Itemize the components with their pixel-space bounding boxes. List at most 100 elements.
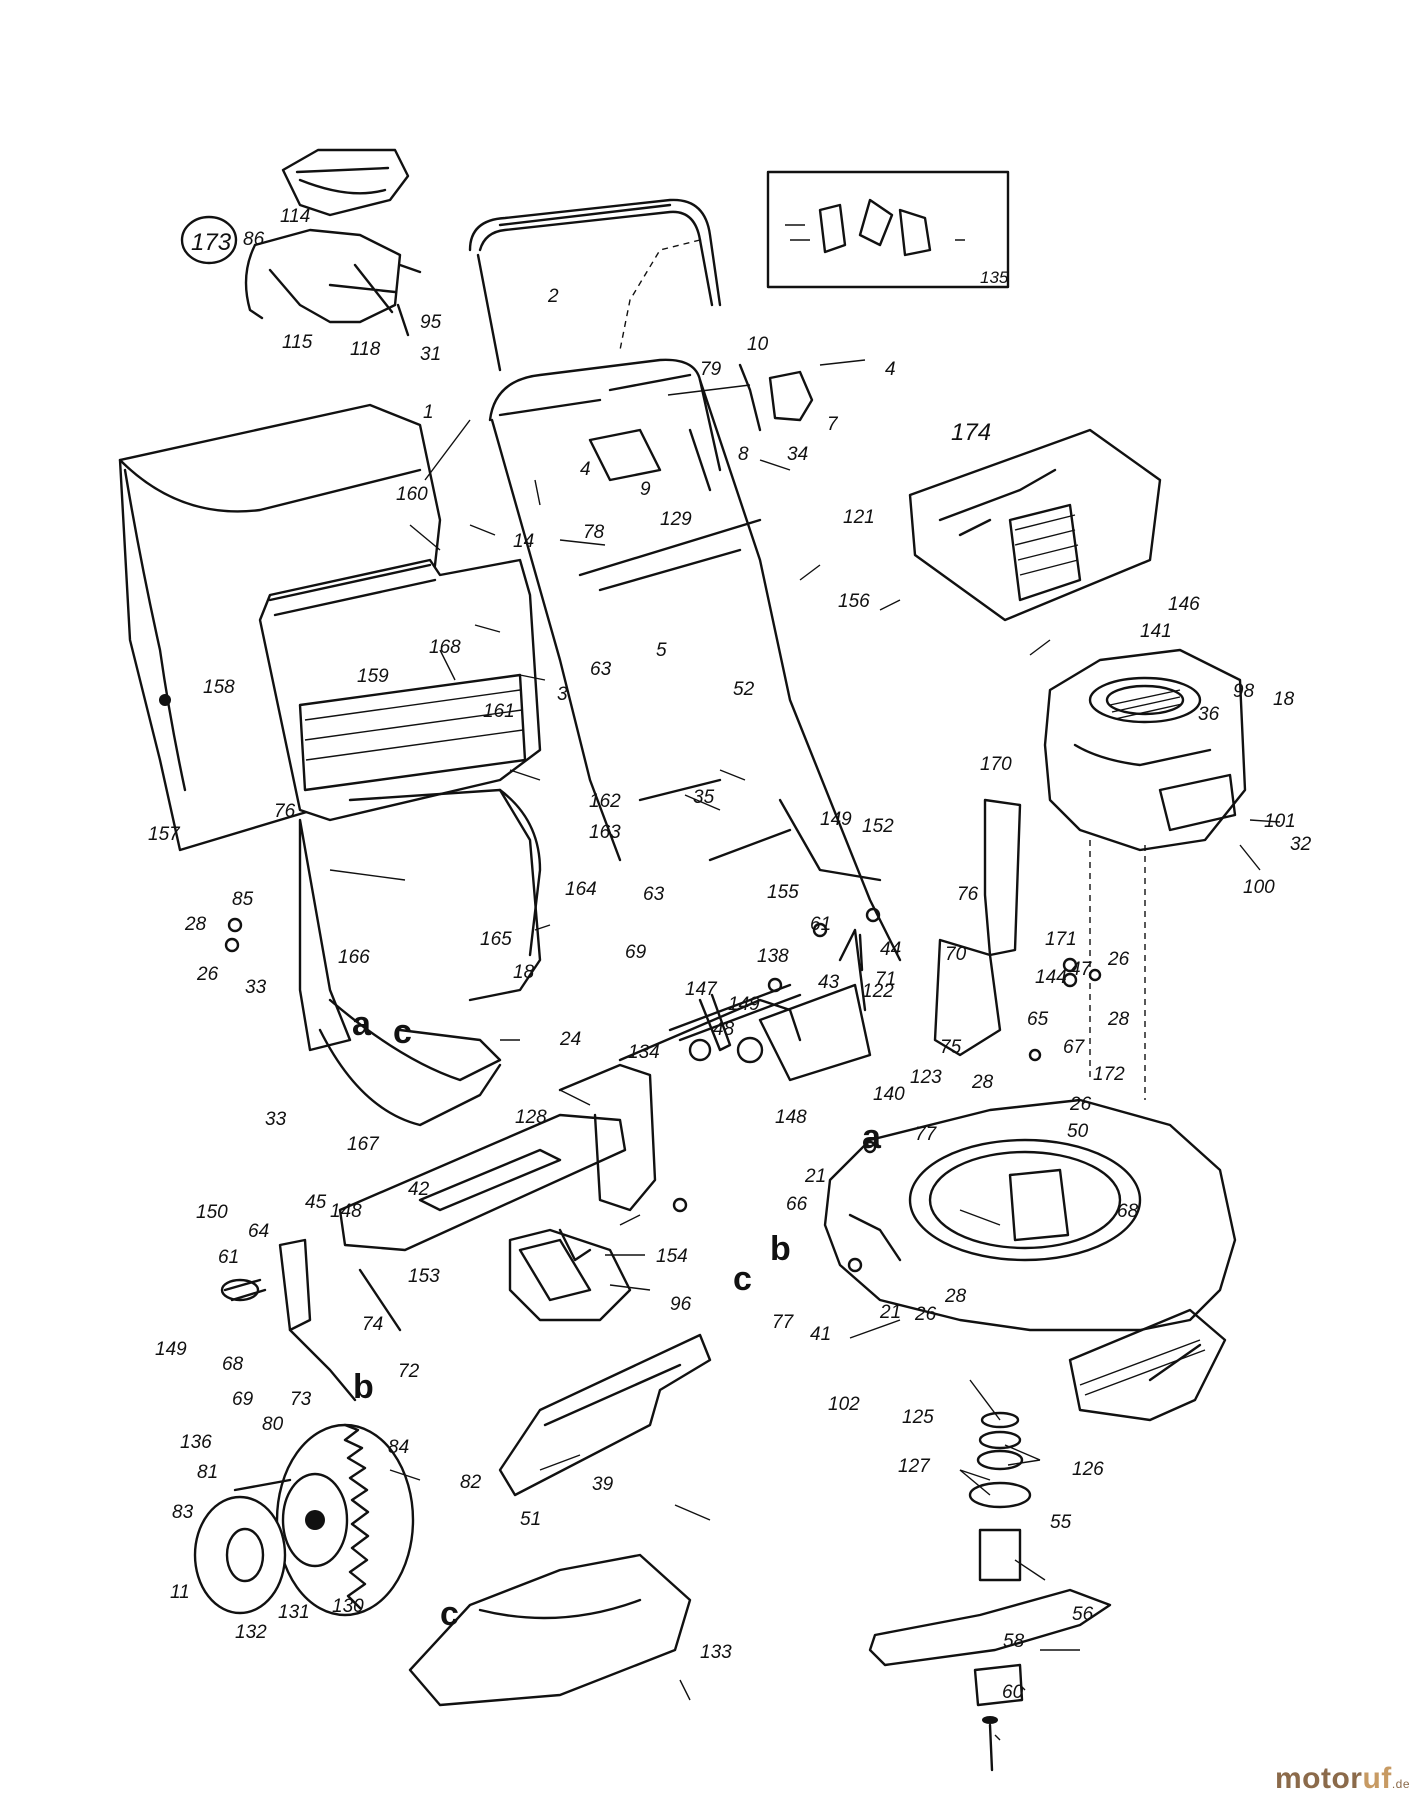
label-65: 65 xyxy=(1027,1009,1049,1030)
label-31: 31 xyxy=(420,344,441,365)
label-42: 42 xyxy=(408,1179,430,1200)
label-34: 34 xyxy=(787,444,808,465)
label-147: 147 xyxy=(685,979,718,1000)
label-163: 163 xyxy=(589,822,621,843)
mower-deck xyxy=(823,1098,1237,1422)
label-121: 121 xyxy=(843,507,875,528)
label-98: 98 xyxy=(1233,681,1255,702)
label-136: 136 xyxy=(180,1432,212,1453)
label-132: 132 xyxy=(235,1622,267,1643)
label-21b: 21 xyxy=(879,1302,901,1323)
label-171: 171 xyxy=(1045,929,1077,950)
label-52: 52 xyxy=(733,679,755,700)
label-44: 44 xyxy=(880,939,901,960)
label-135: 135 xyxy=(980,268,1009,287)
label-150: 150 xyxy=(196,1202,228,1223)
label-68b: 68 xyxy=(222,1354,244,1375)
label-55: 55 xyxy=(1050,1512,1072,1533)
label-122: 122 xyxy=(862,981,894,1002)
label-72: 72 xyxy=(398,1361,420,1382)
label-149b: 149 xyxy=(728,994,760,1015)
label-39: 39 xyxy=(592,1474,614,1495)
label-36: 36 xyxy=(1198,704,1220,725)
label-1: 1 xyxy=(423,402,434,423)
label-68a: 68 xyxy=(1117,1201,1139,1222)
connector-b-2: b xyxy=(353,1368,374,1406)
label-67: 67 xyxy=(1063,1037,1086,1058)
label-80: 80 xyxy=(262,1414,284,1435)
part-labels: 173 114 86 95 115 118 31 2 135 10 4 79 1… xyxy=(148,206,1312,1703)
label-95: 95 xyxy=(420,312,442,333)
connector-c-3: c xyxy=(440,1595,459,1633)
label-71: 71 xyxy=(875,969,896,990)
control-levers xyxy=(588,363,814,492)
label-140: 140 xyxy=(873,1084,905,1105)
label-131: 131 xyxy=(278,1602,310,1623)
label-7: 7 xyxy=(827,414,839,435)
label-174: 174 xyxy=(951,419,991,446)
label-164: 164 xyxy=(565,879,597,900)
label-18a: 18 xyxy=(1273,689,1295,710)
label-32: 32 xyxy=(1290,834,1312,855)
label-63b: 63 xyxy=(643,884,665,905)
label-148a: 148 xyxy=(775,1107,807,1128)
label-133: 133 xyxy=(700,1642,732,1663)
watermark-part2: uf xyxy=(1362,1762,1392,1795)
label-83: 83 xyxy=(172,1502,194,1523)
label-84: 84 xyxy=(388,1437,409,1458)
label-51: 51 xyxy=(520,1509,541,1530)
label-173: 173 xyxy=(191,229,232,256)
rear-axle-housing xyxy=(338,983,872,1252)
label-11: 11 xyxy=(170,1582,190,1603)
label-26a: 26 xyxy=(196,964,219,985)
label-26b: 26 xyxy=(1107,949,1130,970)
label-78: 78 xyxy=(583,522,605,543)
engine xyxy=(1043,648,1247,1100)
label-2: 2 xyxy=(547,286,559,307)
inset-box xyxy=(766,170,1010,289)
label-165: 165 xyxy=(480,929,512,950)
label-158: 158 xyxy=(203,677,235,698)
catcher-frame-assembly xyxy=(180,148,422,337)
label-60: 60 xyxy=(1002,1682,1024,1703)
label-75: 75 xyxy=(940,1037,962,1058)
label-4a: 4 xyxy=(885,359,896,380)
connector-a-2: a xyxy=(862,1118,882,1156)
label-159: 159 xyxy=(357,666,389,687)
label-26d: 26 xyxy=(914,1304,937,1325)
label-127: 127 xyxy=(898,1456,931,1477)
label-70: 70 xyxy=(945,944,967,965)
connector-letters: c a a b c b c xyxy=(352,1005,882,1633)
label-4b: 4 xyxy=(580,459,591,480)
label-149c: 149 xyxy=(155,1339,187,1360)
label-10: 10 xyxy=(747,334,769,355)
label-61b: 61 xyxy=(218,1247,239,1268)
label-114: 114 xyxy=(280,206,310,227)
label-101: 101 xyxy=(1264,811,1296,832)
label-64: 64 xyxy=(248,1221,269,1242)
label-146: 146 xyxy=(1168,594,1200,615)
connector-c-1: a xyxy=(352,1005,372,1043)
label-102: 102 xyxy=(828,1394,860,1415)
label-141: 141 xyxy=(1140,621,1172,642)
connector-c-2: c xyxy=(733,1260,752,1298)
label-21a: 21 xyxy=(804,1166,826,1187)
label-162: 162 xyxy=(589,791,621,812)
fasteners xyxy=(224,907,1102,1273)
upper-handle xyxy=(468,198,722,372)
label-129: 129 xyxy=(660,509,692,530)
connector-b-1: b xyxy=(770,1230,791,1268)
label-86: 86 xyxy=(243,229,265,250)
label-66: 66 xyxy=(786,1194,808,1215)
label-26c: 26 xyxy=(1069,1094,1092,1115)
leader-lines xyxy=(329,359,1281,1741)
label-28c: 28 xyxy=(971,1072,994,1093)
lower-handle xyxy=(488,358,902,962)
label-85: 85 xyxy=(232,889,254,910)
label-172: 172 xyxy=(1093,1064,1125,1085)
label-96: 96 xyxy=(670,1294,692,1315)
label-33b: 33 xyxy=(265,1109,287,1130)
label-82: 82 xyxy=(460,1472,482,1493)
engine-shroud-inset xyxy=(908,428,1162,622)
label-79: 79 xyxy=(700,359,722,380)
